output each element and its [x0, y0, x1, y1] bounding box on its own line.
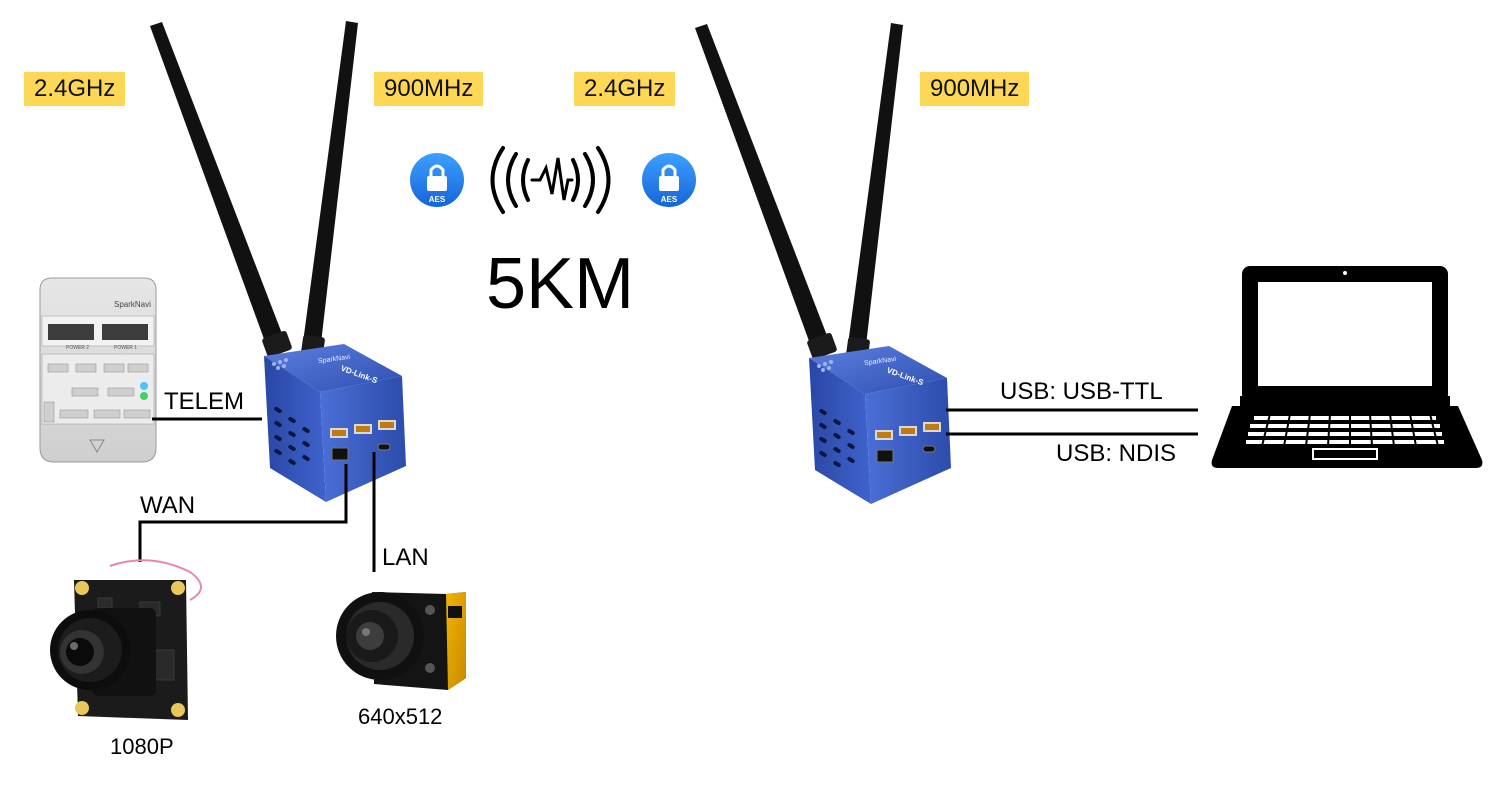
right-band-900-label: 900MHz: [920, 72, 1030, 106]
lan-label: LAN: [382, 544, 429, 571]
flight-controller: POWER 2 POWER 1: [39, 277, 157, 463]
left-radio-unit: [149, 20, 407, 503]
telem-label: TELEM: [164, 388, 245, 415]
flight-controller-brand: SparkNavi: [114, 300, 151, 309]
keyboard-keys: [1246, 416, 1444, 460]
wan-label: WAN: [140, 492, 196, 519]
aes-lock-icon-right: AES: [642, 153, 696, 207]
range-label: 5KM: [486, 244, 635, 324]
left-band-900-label: 900MHz: [374, 72, 484, 106]
usb-ttl-label: USB: USB-TTL: [1000, 378, 1163, 405]
svg-text:POWER 1: POWER 1: [114, 345, 137, 351]
usb-ndis-label: USB: NDIS: [1056, 440, 1177, 467]
radio-wave-icon: [490, 146, 611, 214]
laptop-icon: [1211, 266, 1483, 468]
aes-label: AES: [661, 195, 678, 204]
aes-lock-icon-left: AES: [410, 153, 464, 207]
connection-wires: [138, 408, 1198, 572]
thermal-camera: [336, 592, 466, 690]
right-radio-unit: [694, 22, 952, 505]
thermal-camera-caption: 640x512: [358, 704, 443, 729]
left-band-24-label: 2.4GHz: [24, 72, 126, 106]
svg-text:POWER 2: POWER 2: [66, 345, 89, 351]
right-band-24-label: 2.4GHz: [574, 72, 676, 106]
hd-camera-module: [50, 559, 202, 720]
aes-label: AES: [429, 195, 446, 204]
hd-camera-caption: 1080P: [110, 734, 174, 759]
